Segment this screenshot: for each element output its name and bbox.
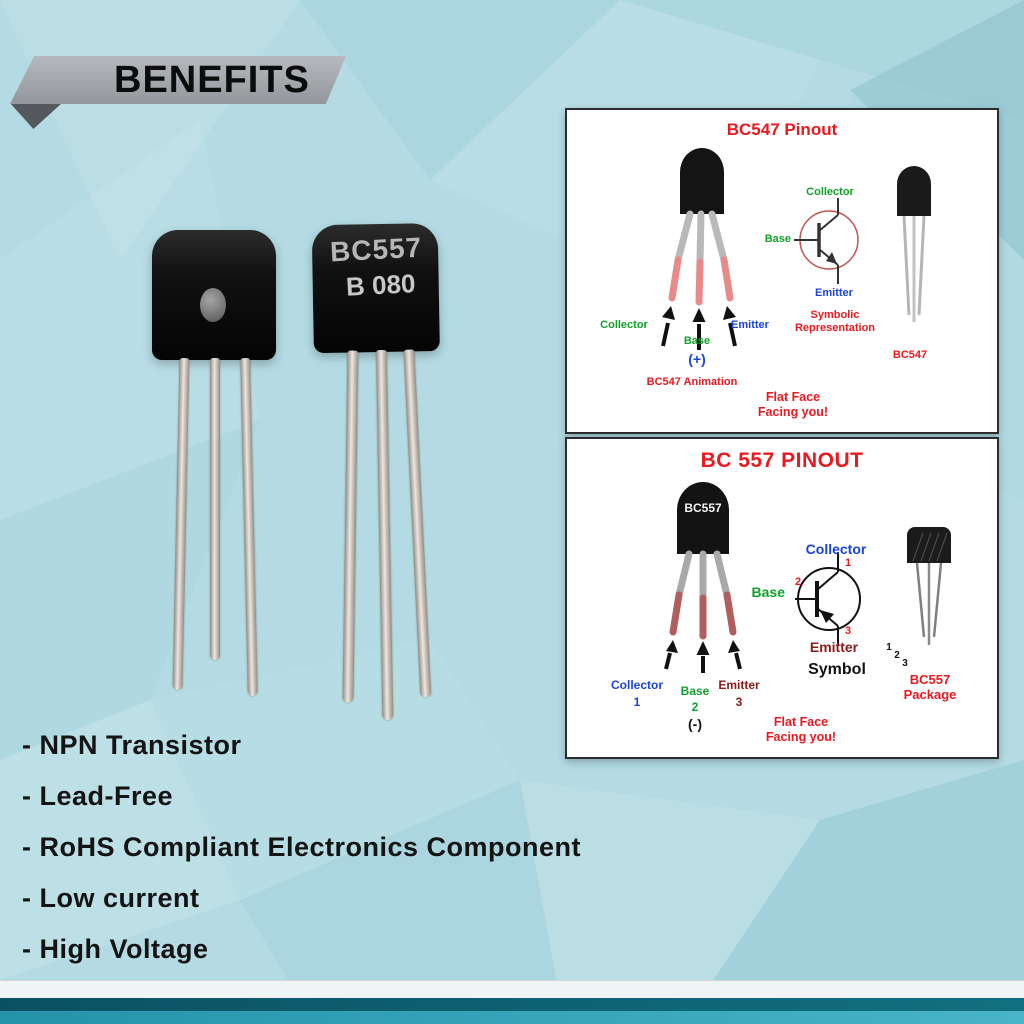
bc547-animation-caption: BC547 Animation (646, 376, 738, 388)
bc547-animation-figure (661, 148, 737, 350)
bc547-pinout-panel: BC547 Pinout Collector Base (+) Emitter … (565, 108, 999, 434)
bc547-emitter-label: Emitter (731, 319, 769, 331)
bc557-package-pin2: 2 (894, 650, 900, 661)
bc547-collector-label: Collector (600, 319, 648, 331)
bc547-symbol-caption: Symbolic Representation (794, 309, 876, 334)
bc557-emitter-pin-number: 3 (735, 695, 743, 709)
up-arrow-icon (692, 308, 706, 350)
bc557-flat-face-note: Flat Face Facing you! (765, 715, 837, 744)
up-arrow-icon (664, 640, 678, 670)
bc547-base-label: Base (683, 335, 711, 347)
transistor-marking-line1: BC557 (329, 231, 423, 268)
footer-stripe-light (0, 980, 1024, 999)
transistor-leg (240, 357, 258, 697)
bc557-package-pin3: 3 (902, 658, 908, 669)
bc557-panel-title: BC 557 PINOUT (700, 449, 864, 472)
up-arrow-icon (661, 306, 675, 347)
bc557-base-label: Base (680, 684, 710, 698)
benefit-item: - Low current (22, 883, 200, 913)
benefit-item: - NPN Transistor (22, 730, 242, 760)
transistor-leg (210, 358, 220, 660)
up-arrow-icon (728, 640, 742, 670)
transistor-marking-line2: B 080 (345, 268, 417, 302)
bc557-base-pin-number: 2 (691, 700, 699, 714)
bc547-symbol-base-label: Base (764, 233, 791, 245)
bc547-panel-title: BC547 Pinout (726, 120, 838, 139)
transistor-leg (375, 349, 394, 721)
bc547-package-caption: BC547 (892, 349, 928, 361)
up-arrow-icon (723, 306, 737, 347)
transistor-mold-mark (200, 288, 226, 322)
transistor-photo-marked: BC557 B 080 (311, 222, 453, 721)
bc557-base-polarity-label: (-) (688, 716, 702, 732)
bc547-symbol-emitter-label: Emitter (815, 287, 853, 299)
bc557-package-drawing (907, 527, 951, 645)
bc547-flat-face-note: Flat Face Facing you! (757, 390, 829, 419)
benefits-title: BENEFITS (114, 58, 310, 101)
bc557-emitter-label: Emitter (718, 678, 760, 692)
benefit-item: - RoHS Compliant Electronics Component (22, 832, 582, 862)
transistor-leg (342, 350, 359, 703)
bc557-diagram-art (664, 482, 951, 673)
bc557-symbol-base-pin: 2 (794, 576, 802, 588)
transistor-leg (172, 357, 190, 691)
up-arrow-icon (696, 641, 710, 673)
benefits-banner: BENEFITS (10, 56, 346, 104)
bc557-pinout-panel: BC 557 PINOUT BC557 Collector 1 Base 2 (… (565, 437, 999, 759)
bc547-diagram-art (661, 148, 931, 350)
footer-stripe-dark-teal (0, 998, 1024, 1011)
transistor-photo-front (150, 230, 282, 710)
bc557-symbol-emitter-pin: 3 (844, 625, 852, 637)
bc557-body-marking: BC557 (684, 501, 722, 515)
bc557-symbol-collector-label: Collector (805, 541, 867, 557)
bc547-symbol-collector-label: Collector (806, 186, 854, 198)
benefits-list: - NPN Transistor - Lead-Free - RoHS Comp… (22, 730, 581, 985)
bc557-collector-label: Collector (610, 678, 663, 692)
bc557-symbol-base-label: Base (751, 584, 785, 600)
bc557-animation-figure (664, 482, 742, 673)
benefit-item: - High Voltage (22, 934, 209, 964)
bc547-package-photo (897, 166, 931, 322)
bc557-symbol-collector-pin: 1 (844, 557, 852, 569)
bc557-symbol (795, 552, 861, 646)
benefit-item: - Lead-Free (22, 781, 174, 811)
footer-stripe-teal (0, 1011, 1024, 1024)
bc547-symbol (794, 198, 859, 284)
bc557-symbol-caption: Symbol (808, 661, 866, 678)
transistor-leg (403, 349, 432, 698)
bc557-package-pin1: 1 (886, 642, 892, 653)
bc557-symbol-emitter-label: Emitter (809, 639, 859, 655)
bc557-package-caption: BC557 Package (903, 672, 957, 703)
bc547-base-polarity-label: (+) (688, 351, 706, 367)
bc557-collector-pin-number: 1 (633, 695, 641, 709)
